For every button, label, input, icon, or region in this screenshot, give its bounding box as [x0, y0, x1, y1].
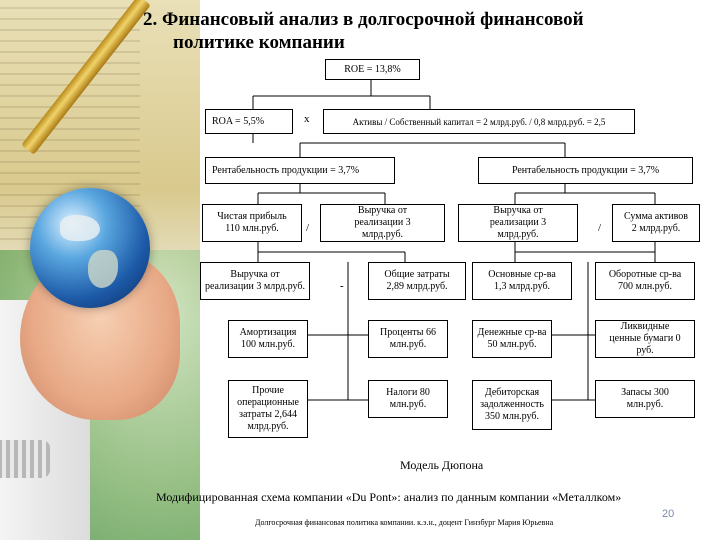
securities-box: Ликвидные ценные бумаги 0 руб.	[595, 320, 695, 358]
page-number: 20	[662, 508, 675, 520]
slide-title-line1: 2. Финансовый анализ в долгосрочной фина…	[143, 9, 584, 30]
leverage-box: Активы / Собственный капитал = 2 млрд.ру…	[323, 109, 635, 134]
divide-operator-right: /	[598, 222, 602, 234]
slide-footer: Долгосрочная финансовая политика компани…	[255, 518, 554, 527]
roa-box: ROA = 5,5%	[205, 109, 293, 134]
revenue-a-box: Выручка от реализации 3 млрд.руб.	[320, 204, 445, 242]
depreciation-box: Амортизация 100 млн.руб.	[228, 320, 308, 358]
total-assets-box: Сумма активов 2 млрд.руб.	[612, 204, 700, 242]
taxes-box: Налоги 80 млн.руб.	[368, 380, 448, 418]
divide-operator-left: /	[306, 222, 310, 234]
decorative-photo	[0, 0, 200, 540]
other-costs-box: Прочие операционные затраты 2,644 млрд.р…	[228, 380, 308, 438]
wristwatch-image	[0, 440, 50, 478]
inventory-box: Запасы 300 млн.руб.	[595, 380, 695, 418]
slide-title-line2: политике компании	[173, 32, 345, 53]
cash-box: Денежные ср-ва 50 млн.руб.	[472, 320, 552, 358]
net-profit-box: Чистая прибыль 110 млн.руб.	[202, 204, 302, 242]
roe-box: ROE = 13,8%	[325, 59, 420, 80]
slide-title: 2. Финансовый анализ в долгосрочной фина…	[143, 8, 703, 54]
profitability-right-box: Рентабельность продукции = 3,7%	[478, 157, 693, 184]
current-assets-box: Оборотные ср-ва 700 млн.руб.	[595, 262, 695, 300]
diagram-description: Модифицированная схема компании «Du Pont…	[156, 490, 622, 504]
profitability-left-box: Рентабельность продукции = 3,7%	[205, 157, 395, 184]
globe-image	[30, 188, 150, 308]
revenue-c-box: Выручка от реализации 3 млрд.руб.	[200, 262, 310, 300]
total-costs-box: Общие затраты 2,89 млрд.руб.	[368, 262, 466, 300]
model-caption: Модель Дюпона	[400, 458, 484, 472]
receivables-box: Дебиторская задолженность 350 млн.руб.	[472, 380, 552, 430]
minus-operator: -	[340, 280, 344, 292]
interest-box: Проценты 66 млн.руб.	[368, 320, 448, 358]
fixed-assets-box: Основные ср-ва 1,3 млрд.руб.	[472, 262, 572, 300]
revenue-b-box: Выручка от реализации 3 млрд.руб.	[458, 204, 578, 242]
multiply-operator: х	[304, 113, 310, 125]
